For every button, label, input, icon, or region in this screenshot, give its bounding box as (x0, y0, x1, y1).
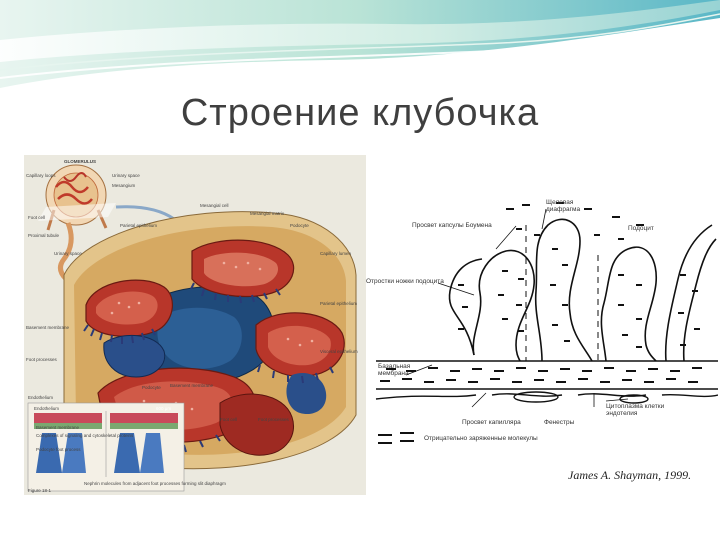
label-proximal-tubule: Proximal tubule (28, 233, 60, 238)
label-foot-cell-bottom: Foot cell (220, 417, 238, 422)
label-inset-foot-process: Podocyte foot process (36, 447, 81, 452)
label-negative-molecules: Отрицательно заряженные молекулы (424, 435, 538, 442)
slit-lines (525, 225, 599, 361)
label-inset-complex: Complexes of signaling and cytoskeletal … (36, 433, 134, 438)
label-podocyte: Podocyte (290, 223, 309, 228)
glomerulus-drawing (27, 164, 357, 492)
label-podocyte-right: Подоцит (628, 225, 654, 232)
label-parietal-epithelium-top: Parietal epithelium (120, 223, 158, 228)
inset-panel (27, 402, 185, 492)
filtration-barrier-schematic: Щелевая диафрагма Просвет капсулы Боумен… (366, 195, 719, 495)
label-inset-bottom: Nephrin molecules from adjacent foot pro… (84, 481, 226, 486)
label-glomerulus: GLOMERULUS (64, 159, 96, 164)
label-inset-basement-membrane: Basement membrane (36, 425, 80, 430)
label-basal-membrane: Базальная мембрана (378, 363, 411, 377)
label-capillary-lumen-right: Просвет капилляра (462, 419, 521, 426)
label-visceral-epithelium: Visceral epithelium (320, 349, 358, 354)
label-fenestrae: Фенестры (544, 419, 575, 426)
label-foot-processes: Foot processes (26, 357, 57, 362)
label-endothelium: Endothelium (28, 395, 54, 400)
negative-charge-dashes (458, 202, 700, 348)
label-foot-cell: Foot cell (28, 215, 46, 220)
label-leaders (405, 208, 629, 408)
label-capillary-lumen: Capillary lumen (320, 251, 352, 256)
figure-credit: James A. Shayman, 1999. (568, 468, 692, 482)
header-wave-decoration (0, 0, 720, 95)
fenestration-dots (110, 261, 314, 411)
label-basement-membrane: Basement membrane (26, 325, 70, 330)
label-mesangium: Mesangium (112, 183, 136, 188)
label-parietal-epithelium: Parietal epithelium (320, 301, 358, 306)
label-capillary-loops: Capillary loops (26, 173, 56, 178)
label-inset-marker: 600 μm (156, 406, 172, 411)
label-urinary-space-top: Urinary space (112, 173, 140, 178)
label-inset-endothelium: Endothelium (34, 406, 60, 411)
label-endothelial-cytoplasm: Цитоплазма клетки эндотелия (606, 403, 665, 417)
filtration-barrier-drawing (375, 202, 719, 444)
label-mesangial-matrix: Mesangial matrix (250, 211, 285, 216)
glomerulus-illustration: GLOMERULUS Capillary loops Urinary space… (24, 155, 366, 495)
podocyte-outlines (448, 218, 717, 362)
label-podocyte-bottom: Podocyte (142, 385, 161, 390)
label-foot-processes-right: Отростки ножки подоцита (366, 278, 444, 285)
label-basement-membrane-2: Basement membrane (170, 383, 214, 388)
slide-title: Строение клубочка (180, 92, 540, 134)
label-foot-processes-bottom: Foot processes (258, 417, 289, 422)
label-figure-number: Figure 18-1 (28, 488, 52, 493)
label-urinary-space: Urinary space (54, 251, 82, 256)
basal-membrane-band (376, 360, 718, 390)
legend-dashes (378, 432, 414, 444)
capillary-loops (85, 239, 345, 456)
label-capsule-lumen: Просвет капсулы Боумена (412, 222, 492, 229)
endothelium-fenestrae (375, 391, 719, 404)
overview-glomerulus (38, 164, 116, 281)
label-slit-diaphragm: Щелевая диафрагма (546, 199, 581, 213)
label-mesangial-cell: Mesangial cell (200, 203, 229, 208)
